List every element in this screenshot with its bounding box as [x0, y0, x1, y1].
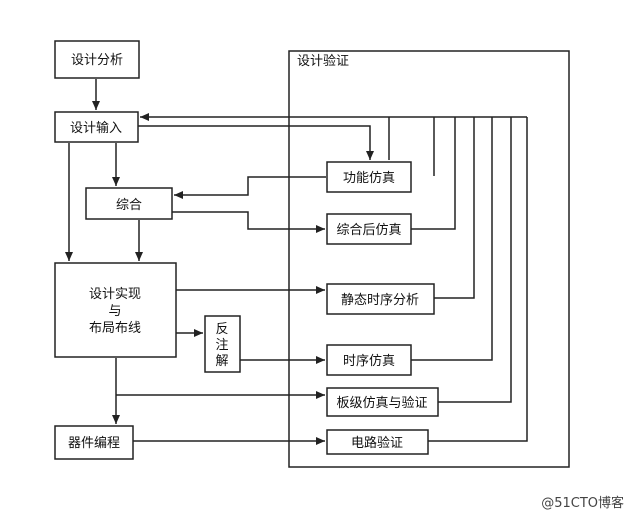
feedback-board-sim: [438, 117, 512, 403]
node-circuit-verify: 电路验证: [326, 429, 429, 455]
feedback-timing-sim: [411, 117, 493, 361]
node-device-programming: 器件编程: [54, 425, 134, 460]
node-back-annotation: 反 注 解: [204, 315, 241, 373]
feedback-post-synth-sim: [411, 117, 456, 230]
arrow-input-to-functional-sim: [138, 125, 374, 160]
arrow-synthesis-to-post-synth-sim: [172, 211, 325, 233]
node-board-sim: 板级仿真与验证: [326, 387, 439, 417]
node-static-timing-label: 静态时序分析: [341, 293, 419, 308]
node-design-analysis-label: 设计分析: [71, 53, 123, 68]
feedback-circuit-verify: [428, 117, 528, 442]
node-back-annotation-line-3: 解: [215, 354, 228, 369]
verification-frame: 设计验证: [288, 50, 570, 468]
verification-frame-title: 设计验证: [297, 53, 349, 69]
node-design-analysis: 设计分析: [54, 40, 140, 79]
node-implementation-line-2: 与: [108, 304, 121, 319]
node-implementation-line-1: 设计实现: [89, 287, 141, 302]
node-design-input: 设计输入: [54, 111, 139, 143]
feedback-static-timing: [434, 117, 475, 299]
node-static-timing: 静态时序分析: [326, 283, 435, 315]
node-back-annotation-line-1: 反: [215, 322, 228, 337]
arrow-functional-sim-to-synthesis: [174, 176, 326, 199]
node-circuit-verify-label: 电路验证: [351, 435, 403, 451]
node-post-synth-sim: 综合后仿真: [326, 213, 412, 245]
node-implementation: 设计实现 与 布局布线: [54, 262, 177, 358]
node-timing-sim-label: 时序仿真: [343, 354, 395, 369]
node-functional-sim: 功能仿真: [326, 161, 412, 193]
connectors: [65, 79, 528, 445]
node-timing-sim: 时序仿真: [326, 344, 412, 376]
watermark: @51CTO博客: [541, 495, 624, 511]
node-synthesis-label: 综合: [116, 198, 142, 213]
node-post-synth-sim-label: 综合后仿真: [336, 223, 401, 238]
node-functional-sim-label: 功能仿真: [343, 171, 395, 186]
node-implementation-line-3: 布局布线: [89, 321, 141, 336]
node-board-sim-label: 板级仿真与验证: [336, 395, 427, 411]
node-device-programming-label: 器件编程: [68, 436, 120, 451]
node-back-annotation-line-2: 注: [215, 338, 228, 353]
node-design-input-label: 设计输入: [70, 120, 122, 136]
node-synthesis: 综合: [85, 187, 173, 220]
